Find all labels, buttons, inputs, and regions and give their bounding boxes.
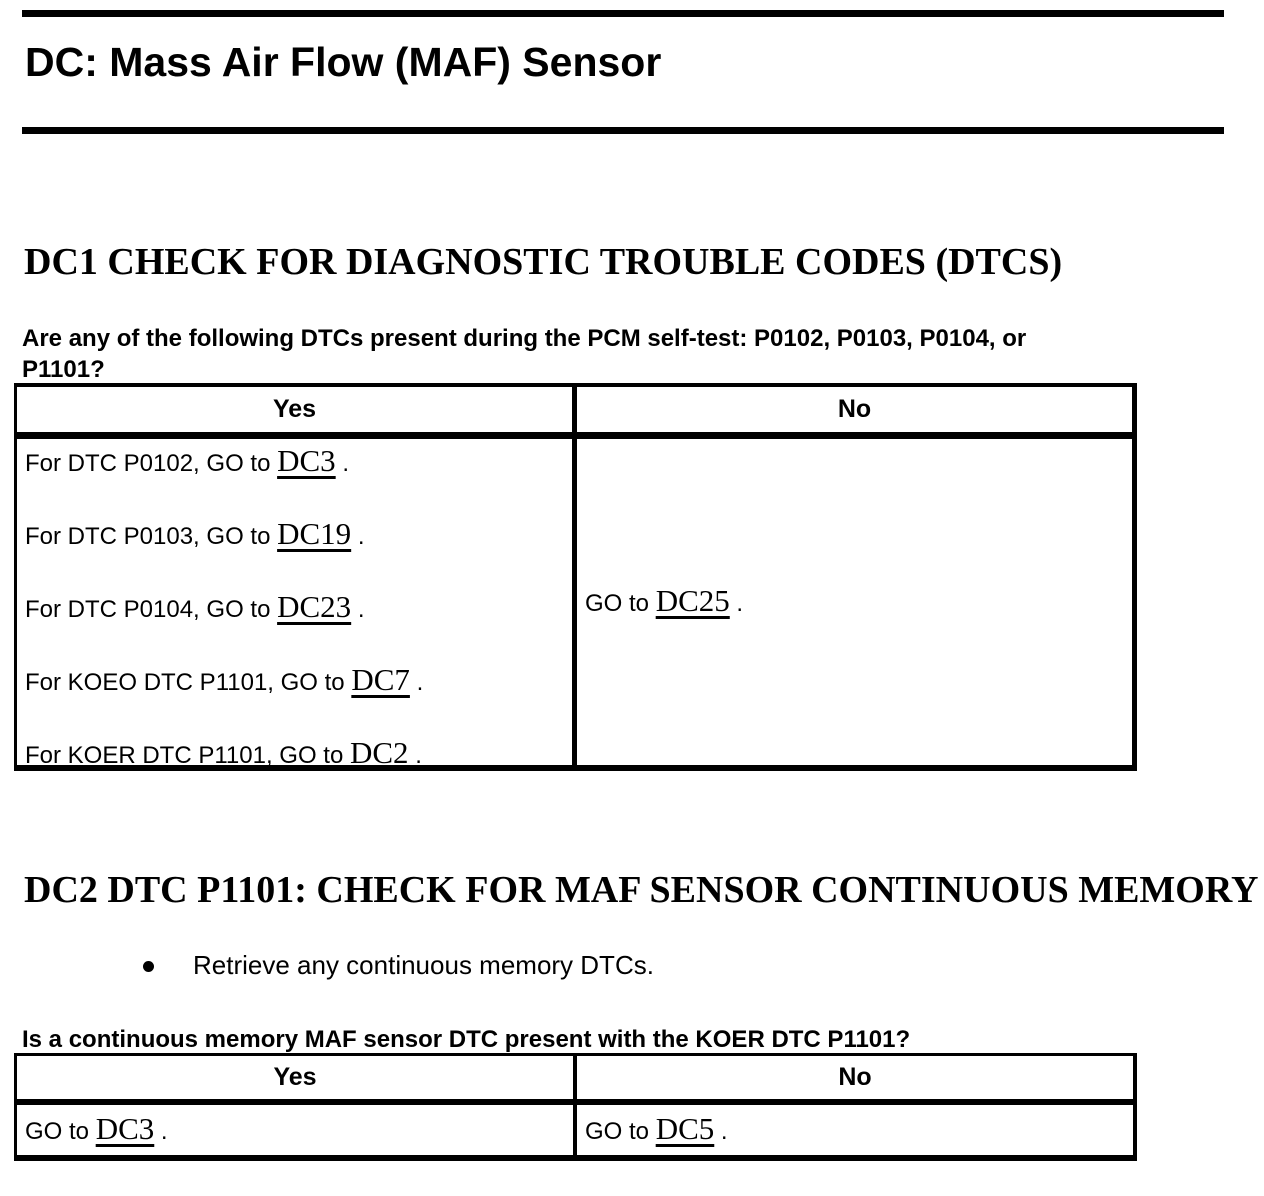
decision-table-dc2: Yes No GO to DC3 . GO to DC5 . [14,1053,1137,1161]
link-dc7[interactable]: DC7 [351,662,410,697]
goto-line-pre: GO to [585,589,656,617]
yes-column-header: Yes [273,1063,317,1091]
yes-cell: For DTC P0102, GO to DC3 . For DTC P0103… [17,439,572,769]
goto-line-post: . [409,669,424,696]
bullet-icon [143,961,154,972]
table-body-row: For DTC P0102, GO to DC3 . For DTC P0103… [17,439,1132,769]
no-cell: GO to DC5 . [573,1105,1133,1155]
table-body-row: GO to DC3 . GO to DC5 . [17,1105,1133,1155]
link-dc2[interactable]: DC2 [349,735,409,770]
goto-line: GO to DC25 . [585,585,744,618]
bullet-text: Retrieve any continuous memory DTCs. [193,950,654,980]
yes-column-header: Yes [272,395,317,423]
goto-line-pre: GO to [25,1117,96,1145]
goto-line-pre: For DTC P0104, GO to [25,596,278,623]
link-dc25[interactable]: DC25 [655,582,730,618]
goto-line: For DTC P0104, GO to DC23 . [25,591,572,624]
goto-line-post: . [335,450,350,477]
table-header-row: Yes No [17,387,1132,439]
goto-line-post: . [729,589,744,617]
table-header-row: Yes No [17,1056,1133,1105]
link-dc5[interactable]: DC5 [655,1110,715,1146]
question-dc1: Are any of the following DTCs present du… [22,325,1027,383]
top-rule [22,10,1224,17]
section-heading-dc1: DC1 CHECK FOR DIAGNOSTIC TROUBLE CODES (… [24,241,1063,283]
goto-line: For KOEO DTC P1101, GO to DC7 . [25,664,572,697]
goto-line-pre: For DTC P0103, GO to [25,523,278,550]
goto-line-post: . [351,596,365,623]
bullet-item: Retrieve any continuous memory DTCs. [143,950,654,980]
decision-table-dc1: Yes No For DTC P0102, GO to DC3 . For DT… [14,383,1137,771]
question-dc2: Is a continuous memory MAF sensor DTC pr… [22,1026,911,1053]
goto-line: For DTC P0102, GO to DC3 . [25,445,572,478]
link-dc19[interactable]: DC19 [277,516,352,551]
goto-line-pre: GO to [585,1117,656,1145]
goto-line-pre: For KOER DTC P1101, GO to [25,742,350,769]
goto-line: GO to DC5 . [585,1113,728,1146]
no-cell: GO to DC25 . [572,439,1132,765]
goto-line-post: . [714,1117,728,1145]
goto-line-pre: For DTC P0102, GO to [25,450,278,477]
goto-line-post: . [351,523,365,550]
section-heading-dc2: DC2 DTC P1101: CHECK FOR MAF SENSOR CONT… [24,869,1264,911]
goto-line: GO to DC3 . [25,1113,168,1146]
link-dc3[interactable]: DC3 [277,443,336,478]
goto-line-post: . [408,742,422,769]
page-title: DC: Mass Air Flow (MAF) Sensor [25,39,662,85]
no-column-header: No [572,387,1132,432]
goto-line: For DTC P0103, GO to DC19 . [25,518,572,551]
goto-line-post: . [154,1117,168,1145]
goto-line-pre: For KOEO DTC P1101, GO to [25,669,352,696]
link-dc3[interactable]: DC3 [95,1110,155,1146]
link-dc23[interactable]: DC23 [277,589,352,624]
title-underline-rule [22,127,1224,134]
no-column-header: No [573,1056,1133,1099]
yes-cell: GO to DC3 . [17,1105,573,1155]
goto-line: For KOER DTC P1101, GO to DC2 . [25,737,572,770]
